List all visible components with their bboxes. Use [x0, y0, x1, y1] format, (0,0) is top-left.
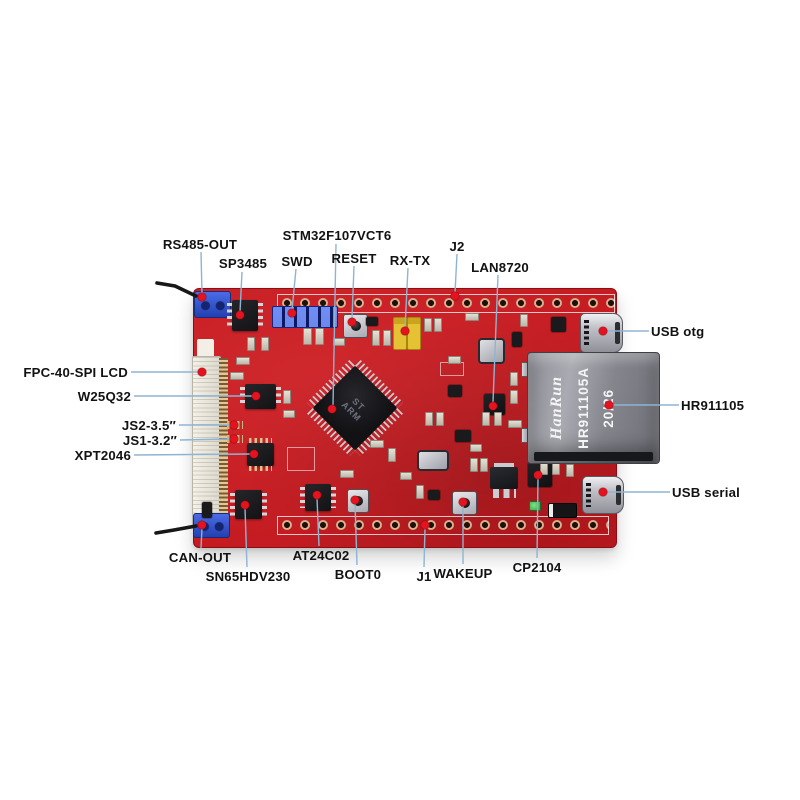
label-js2-3-5: JS2-3.5″: [121, 418, 176, 433]
label-cp2104: CP2104: [512, 560, 562, 575]
small-ic: [366, 317, 378, 326]
crystal-main: [417, 450, 449, 471]
reset-button: [343, 314, 368, 338]
ethernet-brand-text: HanRun: [548, 376, 565, 440]
ethernet-model-text: HR911105A: [576, 367, 591, 449]
label-w25q32: W25Q32: [77, 389, 131, 404]
fpc-connector: [192, 356, 221, 528]
label-wakeup: WAKEUP: [433, 566, 493, 581]
at24c02-chip: [300, 484, 336, 511]
label-j1: J1: [416, 569, 432, 584]
diode: [548, 503, 577, 518]
passive-component: [236, 357, 250, 365]
label-j2: J2: [449, 239, 465, 254]
top-pin-header-j2: [277, 294, 615, 313]
sp3485-chip: [227, 300, 263, 331]
passive-component: [436, 412, 444, 426]
sn65hdv230-chip: [230, 490, 267, 519]
label-usb-serial: USB serial: [672, 485, 740, 500]
label-sp3485: SP3485: [218, 256, 268, 271]
crystal-ethernet: [478, 338, 505, 364]
wakeup-button: [452, 491, 477, 515]
yellow-capacitor-1: [393, 317, 407, 350]
small-ic: [512, 332, 522, 347]
passive-component: [400, 472, 412, 480]
xpt2046-chip: [247, 438, 274, 471]
passive-component: [480, 458, 488, 472]
label-js1-3-2: JS1-3.2″: [122, 433, 177, 448]
passive-component: [261, 337, 269, 351]
label-stm32f107vct6: STM32F107VCT6: [282, 228, 392, 243]
passive-component: [434, 318, 442, 332]
green-led: [529, 501, 541, 511]
js2-jumper: [227, 421, 243, 429]
passive-component: [520, 314, 528, 327]
passive-component: [566, 464, 574, 477]
passive-component: [510, 390, 518, 404]
usb-otg-port: [580, 313, 623, 353]
voltage-regulator: [490, 463, 518, 489]
boot0-button: [347, 489, 369, 513]
passive-component: [247, 337, 255, 351]
passive-component: [370, 440, 384, 448]
passive-component: [283, 390, 291, 404]
passive-component: [340, 470, 354, 478]
passive-component: [416, 485, 424, 499]
passive-component: [372, 330, 380, 346]
label-fpc-40-spi-lcd: FPC-40-SPI LCD: [23, 365, 128, 380]
passive-component: [315, 328, 324, 345]
rs485-terminal-block: [194, 291, 231, 318]
ethernet-jack-markings: HanRun HR911105A 20/26: [528, 353, 659, 463]
mcu-marking: ST ARM: [339, 395, 368, 424]
small-ic: [455, 430, 471, 442]
label-reset: RESET: [331, 251, 377, 266]
passive-component: [470, 458, 478, 472]
passive-component: [230, 372, 244, 380]
passive-component: [425, 412, 433, 426]
label-can-out: CAN-OUT: [168, 550, 232, 565]
small-ic: [551, 317, 566, 332]
passive-component: [494, 412, 502, 426]
label-boot0: BOOT0: [334, 567, 382, 582]
fpc-tab-top: [197, 339, 214, 358]
passive-component: [465, 313, 479, 321]
small-ic: [428, 490, 440, 500]
label-usb-otg: USB otg: [651, 324, 705, 339]
passive-component: [448, 356, 461, 364]
swd-jumper-header: [272, 306, 338, 328]
passive-component: [424, 318, 432, 332]
passive-component: [470, 444, 482, 452]
passive-component: [510, 372, 518, 386]
w25q32-chip: [240, 384, 281, 409]
rs485-wire: [155, 281, 198, 298]
label-lan8720: LAN8720: [471, 260, 529, 275]
bottom-pin-header-j1: [277, 516, 609, 535]
ethernet-jack: HanRun HR911105A 20/26: [527, 352, 660, 464]
passive-component: [388, 448, 396, 462]
label-xpt2046: XPT2046: [74, 448, 131, 463]
usb-serial-port: [582, 476, 624, 514]
label-rx-tx: RX-TX: [389, 253, 431, 268]
silkscreen-box-js-table: [287, 447, 315, 471]
voltage-regulator-legs: [493, 489, 516, 498]
label-swd: SWD: [281, 254, 313, 269]
small-ic: [448, 385, 462, 397]
passive-component: [333, 338, 345, 346]
passive-component: [303, 328, 312, 345]
label-rs485-out: RS485-OUT: [162, 237, 238, 252]
small-capacitor: [202, 502, 212, 518]
js1-jumper: [227, 435, 243, 443]
passive-component: [508, 420, 522, 428]
passive-component: [482, 412, 490, 426]
fpc-connector-pins: [219, 358, 228, 524]
label-at24c02: AT24C02: [292, 548, 350, 563]
yellow-capacitor-2: [407, 317, 421, 350]
can-wire: [154, 524, 198, 535]
passive-component: [383, 330, 391, 346]
silkscreen-box: [440, 362, 464, 376]
label-hr911105: HR911105: [681, 398, 745, 413]
passive-component: [283, 410, 295, 418]
label-sn65hdv230: SN65HDV230: [205, 569, 291, 584]
ethernet-datecode-text: 20/26: [601, 388, 616, 428]
